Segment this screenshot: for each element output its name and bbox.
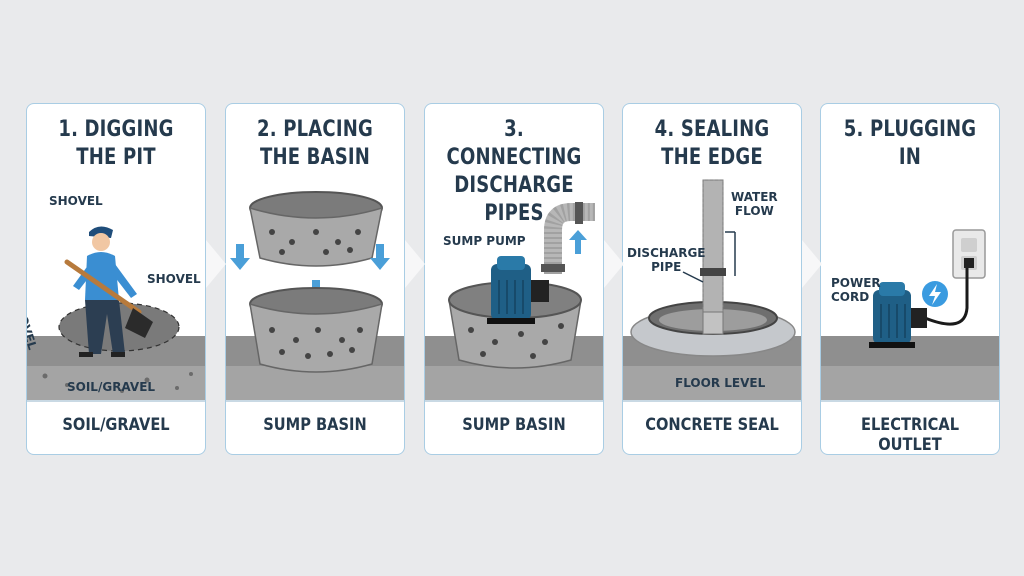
divider xyxy=(821,400,999,402)
step-caption: ELECTRICAL OUTLET xyxy=(860,415,960,455)
step-caption: CONCRETE SEAL xyxy=(645,415,779,435)
divider xyxy=(623,400,801,402)
power-cord-label: POWER CORD xyxy=(831,276,881,304)
shovel-icon xyxy=(64,259,153,338)
water-flow-label: WATER FLOW xyxy=(731,190,778,218)
sealing-illustration xyxy=(623,179,801,400)
step-caption: SUMP BASIN xyxy=(462,415,566,435)
divider xyxy=(425,400,603,402)
chevron-right-icon xyxy=(405,240,425,288)
step-caption: SOIL/GRAVEL xyxy=(62,415,170,435)
divider xyxy=(226,400,404,402)
chevron-right-icon xyxy=(604,240,624,288)
sump-pump-label: SUMP PUMP xyxy=(443,234,526,248)
divider xyxy=(27,400,205,402)
pump-icon xyxy=(487,256,549,324)
basin-icon xyxy=(249,191,383,267)
power-cord xyxy=(924,268,969,326)
person-icon xyxy=(73,226,137,357)
chevron-right-icon xyxy=(802,240,822,288)
pump-icon xyxy=(869,282,927,348)
step-title: 1. DIGGING THE PIT xyxy=(58,117,174,170)
step-caption: SUMP BASIN xyxy=(263,415,367,435)
step-4-panel: 4. SEALING THE EDGE WATER FLOW DISCHARGE… xyxy=(622,103,802,455)
step-title: 5. PLUGGING IN xyxy=(843,117,977,170)
soil-gravel-label: SOIL/GRAVEL xyxy=(67,380,156,394)
step-3-panel: 3. CONNECTING DISCHARGE PIPES SUMP PUMP … xyxy=(424,103,604,455)
digging-illustration xyxy=(27,226,205,400)
chevron-right-icon xyxy=(206,240,226,288)
pipe-icon xyxy=(700,179,726,335)
connecting-pipes-illustration xyxy=(425,202,603,400)
step-title: 2. PLACING THE BASIN xyxy=(257,117,373,170)
step-title: 4. SEALING THE EDGE xyxy=(654,117,770,170)
shovel-label: SHOVEL xyxy=(49,194,103,208)
step-5-panel: 5. PLUGGING IN POWER CORD ELECTRICAL OUT… xyxy=(820,103,1000,455)
arrow-up-icon xyxy=(569,230,587,254)
basin-icon xyxy=(249,287,383,373)
lightning-icon xyxy=(922,281,948,307)
outlet-icon xyxy=(952,229,986,279)
placing-basin-illustration xyxy=(226,191,404,400)
soil-layer xyxy=(27,366,205,400)
pipe-icon xyxy=(541,202,595,274)
step-2-panel: 2. PLACING THE BASIN SUMP BASIN xyxy=(225,103,405,455)
step-title: 3. CONNECTING DISCHARGE PIPES xyxy=(446,117,582,226)
discharge-pipe-label: DISCHARGE PIPE xyxy=(627,246,706,274)
plugging-in-illustration xyxy=(821,229,999,400)
shovel-label: SHOVEL xyxy=(147,272,201,286)
floor-level-label: FLOOR LEVEL xyxy=(675,376,766,390)
step-1-panel: 1. DIGGING THE PIT SHOVEL SHOVEL SHOVEL … xyxy=(26,103,206,455)
